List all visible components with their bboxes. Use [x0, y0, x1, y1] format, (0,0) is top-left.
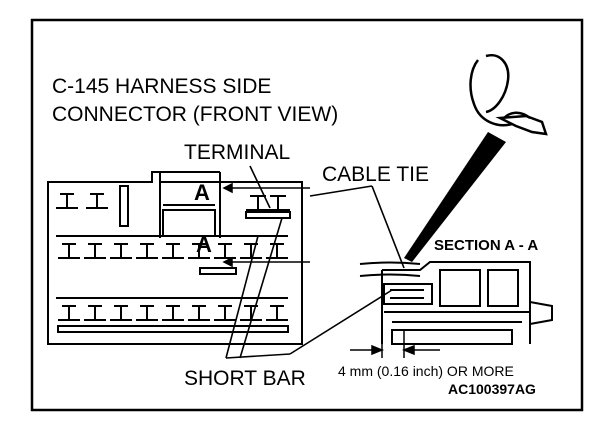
connector-front-view — [47, 171, 303, 345]
figure-frame — [30, 18, 584, 412]
terminal-row-middle — [56, 235, 288, 275]
measurement-label: 4 mm (0.16 inch) OR MORE — [338, 363, 514, 379]
cable-tie-icon — [469, 53, 548, 136]
terminal-label: TERMINAL — [184, 141, 291, 164]
measurement-dimension — [350, 330, 440, 358]
title-line-2: CONNECTOR (FRONT VIEW) — [52, 103, 339, 126]
terminal-row-top — [56, 193, 291, 219]
leader-lines — [225, 165, 405, 359]
section-letter-top: A — [194, 180, 210, 205]
section-label: SECTION A - A — [434, 237, 539, 254]
title-line-1: C-145 HARNESS SIDE — [52, 75, 272, 98]
short-bar-label: SHORT BAR — [184, 367, 306, 390]
cable-tie-label: CABLE TIE — [322, 163, 429, 186]
cable-tie-pointer — [404, 132, 506, 262]
figure-code: AC100397AG — [448, 381, 536, 397]
section-letter-bottom: A — [196, 232, 212, 257]
section-line — [222, 182, 310, 268]
connector-section-view — [359, 261, 553, 345]
terminal-row-bottom — [56, 297, 289, 333]
